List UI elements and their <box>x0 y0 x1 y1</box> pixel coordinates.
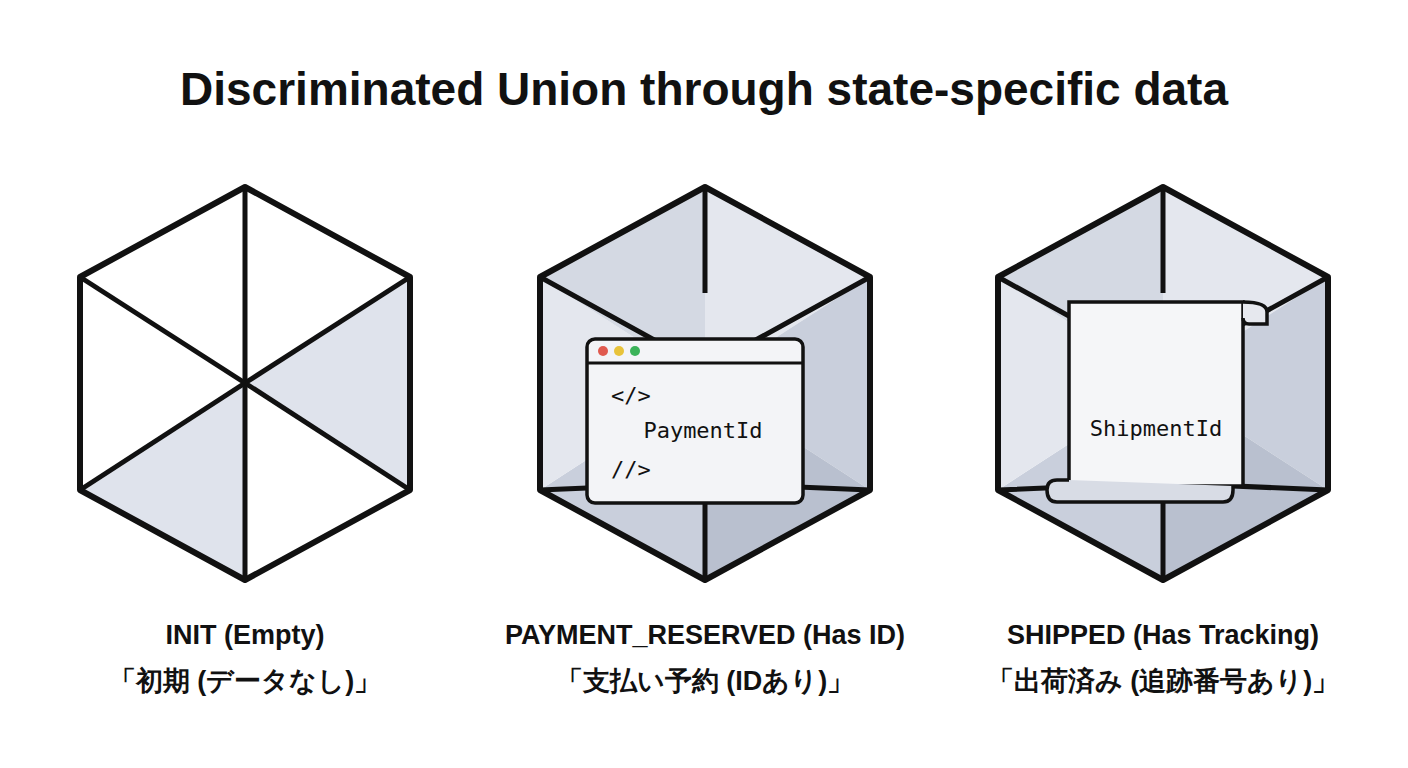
tracking-scroll: ShipmentId <box>1043 290 1273 520</box>
state-name-ja: 「出荷済み (追跡番号あり)」 <box>903 663 1408 699</box>
shipment-id: ShipmentId <box>1090 416 1222 441</box>
payment-id: PaymentId <box>643 418 762 443</box>
state-cube: INIT (Empty) 「初期 (データなし)」 <box>0 170 505 710</box>
state-name: SHIPPED (Has Tracking) <box>903 620 1408 651</box>
state-name-ja: 「支払い予約 (IDあり)」 <box>445 663 965 699</box>
state-name: INIT (Empty) <box>0 620 505 651</box>
diagram-title: Discriminated Union through state-specif… <box>0 62 1408 116</box>
state-cube: SHIPPED (Has Tracking) 「出荷済み (追跡番号あり)」 Shi… <box>903 170 1408 710</box>
state-name: PAYMENT_RESERVED (Has ID) <box>445 620 965 651</box>
code-tag: </> <box>611 383 651 408</box>
state-name-ja: 「初期 (データなし)」 <box>0 663 505 699</box>
code-window: </> PaymentId //> <box>585 337 805 505</box>
scroll-paper <box>1043 290 1273 520</box>
state-cube: PAYMENT_RESERVED (Has ID) 「支払い予約 (IDあり)」 <… <box>445 170 965 710</box>
code-tag: //> <box>611 457 651 482</box>
